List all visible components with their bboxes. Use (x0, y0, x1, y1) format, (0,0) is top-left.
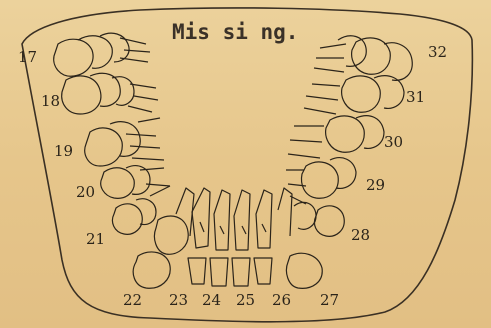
tooth-number-29: 29 (366, 176, 385, 194)
chart-outline (22, 8, 472, 322)
tooth-number-26: 26 (272, 291, 291, 309)
tooth-number-27: 27 (320, 291, 339, 309)
tooth-number-17: 17 (18, 48, 37, 66)
tooth-number-21: 21 (86, 230, 105, 248)
tooth-number-18: 18 (41, 92, 60, 110)
left-molar-group (54, 33, 170, 234)
tooth-number-20: 20 (76, 183, 95, 201)
tooth-number-22: 22 (123, 291, 142, 309)
tooth-number-19: 19 (54, 142, 73, 160)
tooth-number-24: 24 (202, 291, 221, 309)
tooth-number-25: 25 (236, 291, 255, 309)
tooth-number-30: 30 (384, 133, 403, 151)
tooth-22-crown (133, 252, 170, 288)
tooth-number-32: 32 (428, 43, 447, 61)
tooth-number-23: 23 (169, 291, 188, 309)
tooth-number-28: 28 (351, 226, 370, 244)
page-title: Mis si ng. (172, 20, 298, 44)
anterior-teeth (133, 188, 322, 288)
tooth-number-31: 31 (406, 88, 425, 106)
